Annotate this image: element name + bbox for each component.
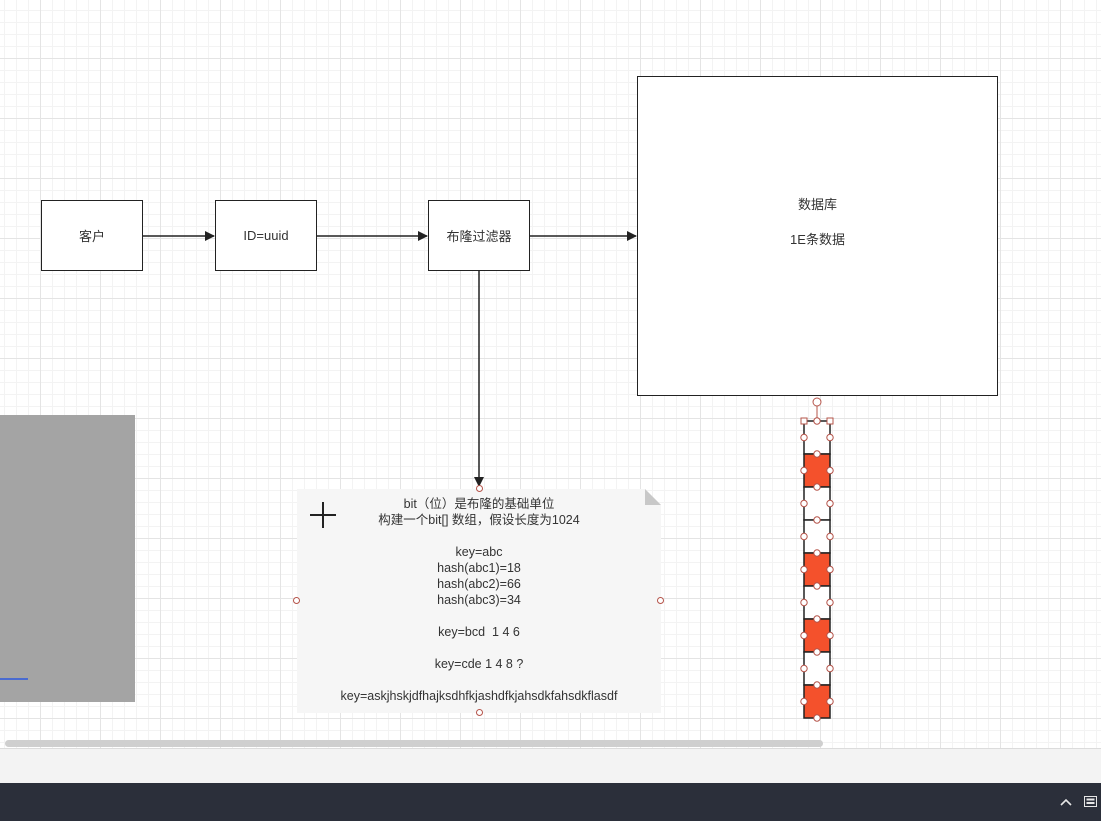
- connection-point: [800, 565, 808, 574]
- note-line: [297, 528, 661, 544]
- connection-point: [813, 648, 821, 656]
- bit-cell-empty: [803, 420, 831, 455]
- embedded-image-detail: [0, 678, 28, 680]
- connection-point: [800, 697, 808, 706]
- diagram-canvas[interactable]: 客户 ID=uuid 布隆过滤器 数据库 1E条数据 bit（位）是布隆的基础单…: [0, 0, 1101, 748]
- connection-point: [826, 664, 834, 673]
- connection-point: [826, 565, 834, 574]
- connection-point: [813, 450, 821, 458]
- connection-point: [813, 615, 821, 623]
- embedded-image-panel[interactable]: [0, 415, 135, 702]
- note-line: key=abc: [455, 545, 503, 559]
- page-tabs-bar: [0, 748, 1101, 783]
- connection-point: [800, 433, 808, 442]
- client-label: 客户: [78, 229, 105, 244]
- connection-point: [800, 664, 808, 673]
- database-node[interactable]: 数据库 1E条数据: [637, 76, 998, 396]
- database-title: 数据库: [797, 197, 837, 212]
- connection-point: [800, 631, 808, 640]
- bit-cell-empty: [803, 486, 831, 521]
- connection-point: [826, 433, 834, 442]
- bit-cell-empty: [803, 651, 831, 686]
- connection-point: [813, 549, 821, 557]
- bit-cell-set: [803, 618, 831, 653]
- connection-point: [800, 532, 808, 541]
- id-label: ID=uuid: [243, 228, 289, 243]
- connection-point: [826, 466, 834, 475]
- crosshair-cursor-icon: [310, 502, 336, 528]
- connection-point: [800, 499, 808, 508]
- note-line: hash(abc2)=66: [437, 577, 521, 591]
- connection-point: [813, 516, 821, 524]
- bit-cell-set: [803, 453, 831, 488]
- note-handle-top[interactable]: [476, 485, 483, 492]
- note-text: bit（位）是布隆的基础单位构建一个bit[] 数组，假设长度为1024 key…: [297, 496, 661, 704]
- connection-point: [813, 582, 821, 590]
- bloom-filter-label: 布隆过滤器: [446, 229, 512, 244]
- connection-point: [826, 499, 834, 508]
- note-line: key=askjhskjdfhajksdhfkjashdfkjahsdkfahs…: [340, 689, 618, 703]
- note-handle-bottom[interactable]: [476, 709, 483, 716]
- bit-cell-set: [803, 684, 831, 719]
- note-line: hash(abc1)=18: [437, 561, 521, 575]
- rotate-handle: [812, 397, 822, 407]
- note-line: key=bcd 1 4 6: [438, 625, 520, 639]
- connection-point: [800, 598, 808, 607]
- bit-cell-empty: [803, 519, 831, 554]
- note-line: [297, 608, 661, 624]
- chevron-up-icon[interactable]: [1058, 794, 1074, 810]
- connector-layer: [142, 231, 637, 487]
- connection-point: [826, 631, 834, 640]
- connection-point: [813, 714, 821, 722]
- bit-array-shape[interactable]: [800, 396, 840, 748]
- connection-point: [826, 598, 834, 607]
- note-line: key=cde 1 4 8 ?: [434, 657, 524, 671]
- taskbar: [0, 783, 1101, 821]
- connection-point: [826, 697, 834, 706]
- bloom-filter-node[interactable]: 布隆过滤器: [428, 200, 530, 271]
- note-handle-right[interactable]: [657, 597, 664, 604]
- bit-cell-set: [803, 552, 831, 587]
- note-line: bit（位）是布隆的基础单位: [403, 497, 555, 511]
- connection-point: [813, 681, 821, 689]
- selection-corner: [826, 417, 834, 425]
- selection-corner: [800, 417, 808, 425]
- note-line: hash(abc3)=34: [437, 593, 521, 607]
- horizontal-scrollbar[interactable]: [5, 740, 823, 747]
- bit-cell-empty: [803, 585, 831, 620]
- connection-point: [800, 466, 808, 475]
- note-line: [297, 672, 661, 688]
- database-subtitle: 1E条数据: [790, 232, 845, 247]
- client-node[interactable]: 客户: [41, 200, 143, 271]
- keyboard-icon[interactable]: [1084, 796, 1097, 807]
- note-line: 构建一个bit[] 数组，假设长度为1024: [378, 513, 580, 527]
- connection-point: [826, 532, 834, 541]
- connection-point: [813, 417, 821, 425]
- id-node[interactable]: ID=uuid: [215, 200, 317, 271]
- note-line: [297, 640, 661, 656]
- note-card[interactable]: [297, 489, 661, 713]
- note-handle-left[interactable]: [293, 597, 300, 604]
- connection-point: [813, 483, 821, 491]
